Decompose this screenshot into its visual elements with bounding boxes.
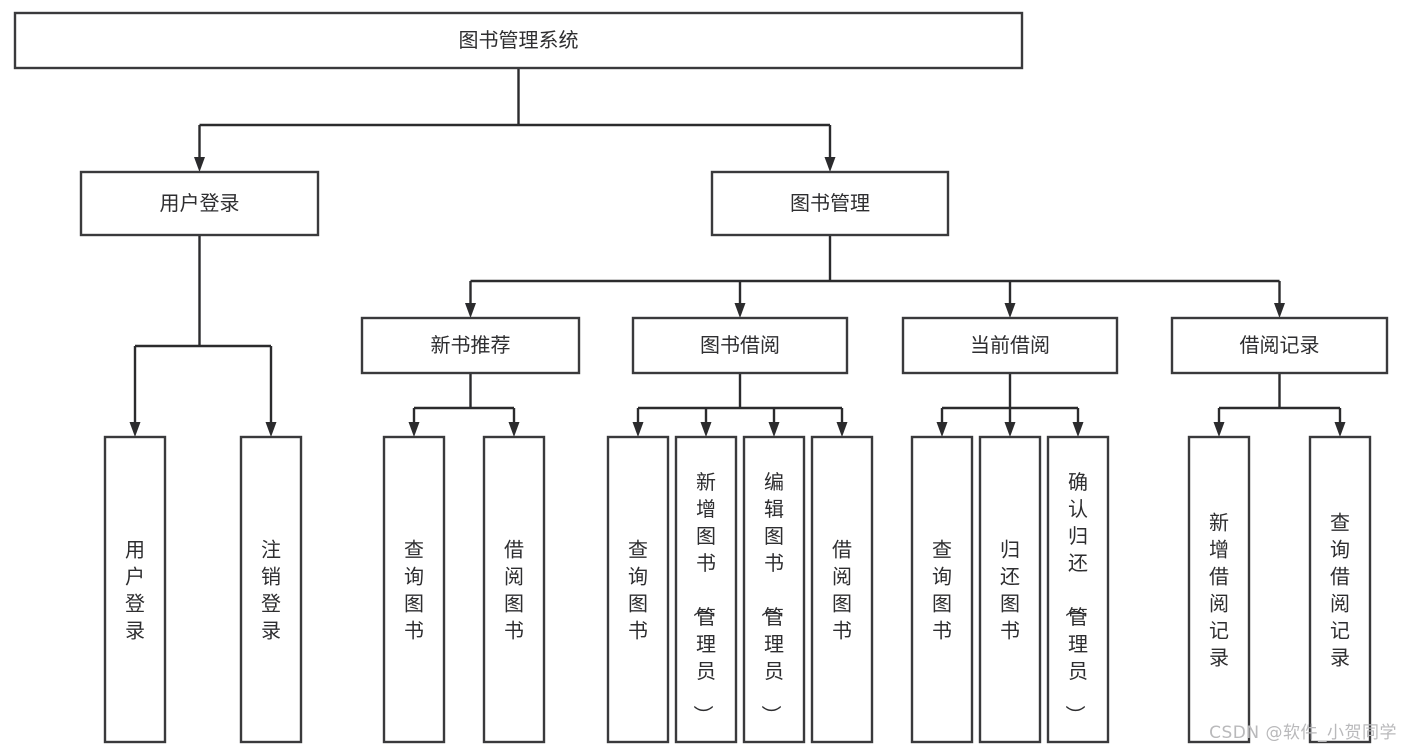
- node-label-leaf-query-record: 查询借阅记录: [1330, 511, 1350, 670]
- node-leaf-query-book-3[interactable]: 查询图书: [910, 435, 974, 744]
- connector-layer: [129, 68, 1346, 437]
- node-box-borrow-record: [1170, 316, 1389, 375]
- node-box-new-book-recommend: [360, 316, 581, 375]
- arrow-head-leaf-user-logout: [265, 422, 277, 437]
- node-box-leaf-query-book-2: [606, 435, 670, 744]
- node-box-leaf-return-book: [978, 435, 1042, 744]
- node-borrow-record[interactable]: 借阅记录: [1170, 316, 1389, 375]
- node-leaf-add-book[interactable]: 新增图书（管理员）: [674, 435, 738, 744]
- node-label-leaf-borrow-book-2: 借阅图书: [832, 538, 852, 643]
- node-label-leaf-user-logout: 注销登录: [261, 538, 281, 643]
- arrow-head-leaf-borrow-book-2: [836, 422, 848, 437]
- arrow-head-leaf-add-book: [700, 422, 712, 437]
- node-label-book-manage: 图书管理: [790, 191, 870, 215]
- node-box-leaf-query-book-1: [382, 435, 446, 744]
- arrow-head-leaf-query-book-2: [632, 422, 644, 437]
- node-label-new-book-recommend: 新书推荐: [431, 333, 511, 357]
- node-box-leaf-add-book: [674, 435, 738, 744]
- node-box-leaf-borrow-book-2: [810, 435, 874, 744]
- node-leaf-borrow-book-2[interactable]: 借阅图书: [810, 435, 874, 744]
- node-box-root: [13, 11, 1024, 70]
- arrow-head-leaf-borrow-book-1: [508, 422, 520, 437]
- node-label-leaf-edit-book: 编辑图书（管理员）: [759, 470, 784, 725]
- node-leaf-query-record[interactable]: 查询借阅记录: [1308, 435, 1372, 744]
- node-label-leaf-add-record: 新增借阅记录: [1209, 511, 1229, 670]
- node-leaf-user-logout[interactable]: 注销登录: [239, 435, 303, 744]
- node-current-borrow[interactable]: 当前借阅: [901, 316, 1119, 375]
- node-label-leaf-query-book-2: 查询图书: [628, 538, 648, 643]
- node-box-current-borrow: [901, 316, 1119, 375]
- node-label-user-login: 用户登录: [160, 191, 240, 215]
- node-leaf-confirm-return[interactable]: 确认归还（管理员）: [1046, 435, 1110, 744]
- node-label-leaf-add-book: 新增图书（管理员）: [691, 470, 716, 725]
- node-leaf-borrow-book-1[interactable]: 借阅图书: [482, 435, 546, 744]
- node-box-leaf-borrow-book-1: [482, 435, 546, 744]
- arrow-head-new-book-recommend: [465, 303, 476, 318]
- arrow-head-current-borrow: [1004, 303, 1016, 318]
- node-user-login[interactable]: 用户登录: [79, 170, 320, 237]
- node-book-borrow[interactable]: 图书借阅: [631, 316, 849, 375]
- arrow-head-leaf-return-book: [1004, 422, 1016, 437]
- node-box-leaf-query-record: [1308, 435, 1372, 744]
- node-leaf-edit-book[interactable]: 编辑图书（管理员）: [742, 435, 806, 744]
- node-box-leaf-add-record: [1187, 435, 1251, 744]
- node-leaf-query-book-2[interactable]: 查询图书: [606, 435, 670, 744]
- node-new-book-recommend[interactable]: 新书推荐: [360, 316, 581, 375]
- node-box-leaf-edit-book: [742, 435, 806, 744]
- arrow-head-leaf-add-record: [1213, 422, 1225, 437]
- node-box-leaf-query-book-3: [910, 435, 974, 744]
- node-label-leaf-query-book-1: 查询图书: [404, 538, 424, 643]
- node-leaf-query-book-1[interactable]: 查询图书: [382, 435, 446, 744]
- node-label-leaf-confirm-return: 确认归还（管理员）: [1063, 470, 1088, 725]
- node-label-current-borrow: 当前借阅: [970, 333, 1050, 357]
- arrow-head-leaf-query-record: [1334, 422, 1346, 437]
- watermark-label: CSDN @软件_小贺同学: [1209, 723, 1397, 743]
- node-label-leaf-user-login: 用户登录: [125, 538, 145, 643]
- arrow-head-book-borrow: [734, 303, 746, 318]
- node-label-leaf-borrow-book-1: 借阅图书: [504, 538, 524, 643]
- arrow-head-book-manage: [824, 157, 836, 172]
- node-box-user-login: [79, 170, 320, 237]
- node-leaf-user-login[interactable]: 用户登录: [103, 435, 167, 744]
- node-label-leaf-return-book: 归还图书: [1000, 538, 1020, 643]
- node-box-book-borrow: [631, 316, 849, 375]
- node-root[interactable]: 图书管理系统: [13, 11, 1024, 70]
- node-label-borrow-record: 借阅记录: [1240, 333, 1320, 357]
- node-leaf-return-book[interactable]: 归还图书: [978, 435, 1042, 744]
- arrow-head-leaf-query-book-1: [408, 422, 420, 437]
- node-box-leaf-user-login: [103, 435, 167, 744]
- node-layer: 图书管理系统用户登录图书管理新书推荐图书借阅当前借阅借阅记录用户登录注销登录查询…: [13, 11, 1389, 744]
- node-leaf-add-record[interactable]: 新增借阅记录: [1187, 435, 1251, 744]
- arrow-head-borrow-record: [1274, 303, 1285, 318]
- arrow-head-leaf-query-book-3: [936, 422, 948, 437]
- node-box-leaf-user-logout: [239, 435, 303, 744]
- node-book-manage[interactable]: 图书管理: [710, 170, 950, 237]
- node-label-book-borrow: 图书借阅: [700, 333, 780, 357]
- node-box-book-manage: [710, 170, 950, 237]
- arrow-head-leaf-confirm-return: [1072, 422, 1084, 437]
- arrow-head-user-login: [194, 157, 205, 172]
- node-box-leaf-confirm-return: [1046, 435, 1110, 744]
- node-label-leaf-query-book-3: 查询图书: [932, 538, 952, 643]
- arrow-head-leaf-edit-book: [768, 422, 780, 437]
- node-label-root: 图书管理系统: [459, 28, 579, 52]
- arrow-head-leaf-user-login: [129, 422, 141, 437]
